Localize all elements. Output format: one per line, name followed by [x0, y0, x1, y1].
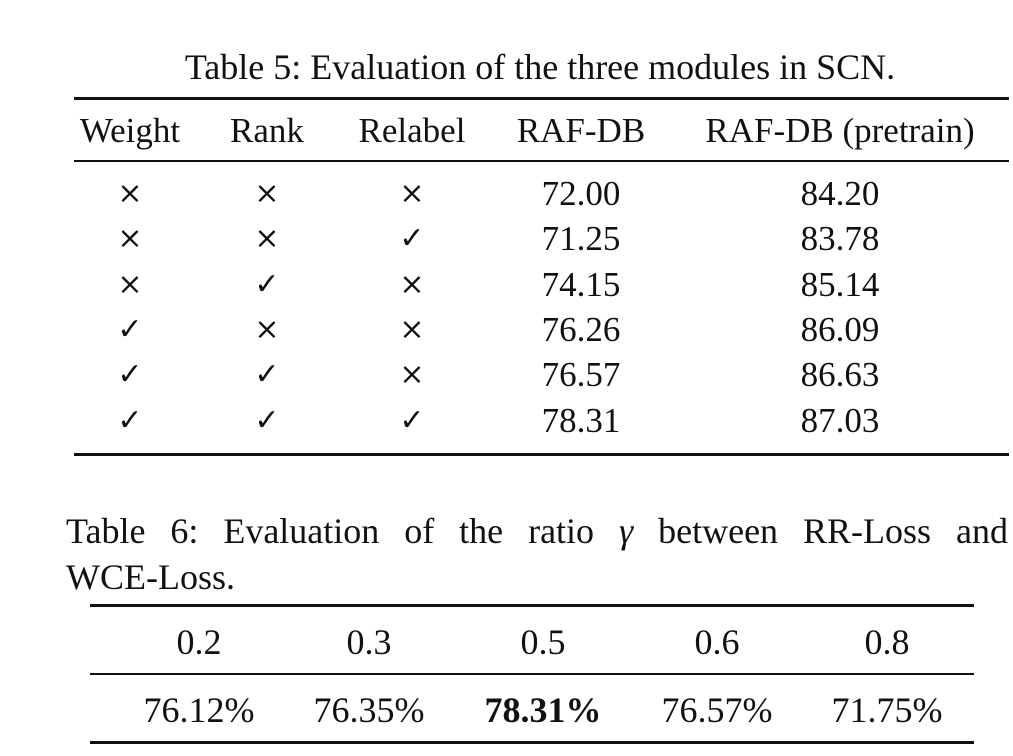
table5-cell-rafdb: 76.26	[541, 309, 621, 349]
table6-caption-line1: Table 6: Evaluation of the ratio γ betwe…	[66, 508, 1008, 554]
table6-ratio-4: 0.8	[864, 622, 910, 662]
table5-cell-pretrain: 86.09	[800, 309, 880, 349]
caption-word: and	[955, 511, 1008, 551]
table5-cell-relabel: ✓	[399, 402, 425, 438]
table5-header-weight: Weight	[79, 111, 181, 150]
table5-header-rule	[74, 160, 1009, 162]
table5-top-rule	[74, 97, 1009, 100]
table5-cell-relabel: ×	[399, 311, 425, 347]
table5-cell-rafdb: 76.57	[541, 355, 621, 395]
table5-cell-rafdb: 78.31	[541, 400, 621, 440]
table6-ratio-3: 0.6	[694, 622, 740, 662]
table5-cell-weight: ×	[117, 176, 143, 211]
table5-cell-rafdb: 72.00	[541, 174, 621, 213]
caption-word: RR-Loss	[803, 511, 932, 551]
table5-cell-relabel: ×	[399, 357, 425, 393]
table6-ratio-0: 0.2	[176, 622, 222, 662]
table5-cell-weight: ×	[117, 221, 143, 257]
table5-cell-rank: ✓	[254, 402, 280, 438]
table6-result-4: 71.75%	[831, 690, 943, 730]
caption-word: Evaluation	[223, 511, 380, 551]
table5-cell-rank: ×	[254, 176, 280, 211]
table6-result-2: 78.31%	[484, 690, 602, 730]
table5-cell-weight: ✓	[117, 357, 143, 393]
table5-cell-pretrain: 86.63	[800, 355, 880, 395]
table6-result-0: 76.12%	[143, 690, 255, 730]
table5-header-rank: Rank	[230, 111, 304, 150]
table5-cell-weight: ✓	[117, 402, 143, 438]
table6-result-1: 76.35%	[313, 690, 425, 730]
table5-cell-pretrain: 87.03	[800, 400, 880, 440]
table5-header-rafdb-pretrain: RAF-DB (pretrain)	[705, 111, 975, 150]
table5-cell-rank: ✓	[254, 266, 280, 302]
caption-word: between	[658, 511, 779, 551]
table5-cell-rank: ✓	[254, 357, 280, 393]
table6-top-rule	[90, 604, 974, 607]
gamma-symbol: γ	[619, 511, 634, 551]
table6-ratio-2: 0.5	[520, 622, 566, 662]
table5-cell-rank: ×	[254, 311, 280, 347]
table5-cell-relabel: ×	[399, 266, 425, 302]
table5-header-rafdb: RAF-DB	[516, 111, 646, 150]
caption-word: ratio	[528, 511, 595, 551]
table5-cell-rafdb: 71.25	[541, 219, 621, 259]
table5-cell-relabel: ×	[399, 176, 425, 211]
table5-cell-relabel: ✓	[399, 221, 425, 257]
table5-cell-weight: ✓	[117, 311, 143, 347]
table5-cell-rafdb: 74.15	[541, 264, 621, 304]
table6-caption: Table 6: Evaluation of the ratio γ betwe…	[66, 508, 1008, 600]
caption-word: Table	[66, 511, 146, 551]
table5-cell-pretrain: 85.14	[800, 264, 880, 304]
table6-ratio-1: 0.3	[346, 622, 392, 662]
table5-caption: Table 5: Evaluation of the three modules…	[184, 47, 896, 87]
table6-result-3: 76.57%	[661, 690, 773, 730]
table6-bottom-rule	[90, 741, 974, 744]
table5-header-relabel: Relabel	[358, 111, 466, 150]
table5-bottom-rule	[74, 453, 1009, 456]
table6-caption-line2: WCE-Loss.	[66, 557, 235, 597]
caption-word: of	[404, 511, 435, 551]
caption-word: the	[459, 511, 504, 551]
table5-cell-pretrain: 83.78	[800, 219, 880, 259]
table6-mid-rule	[90, 673, 974, 675]
table5-cell-weight: ×	[117, 266, 143, 302]
caption-word: 6:	[170, 511, 199, 551]
table5-cell-rank: ×	[254, 221, 280, 257]
table5-cell-pretrain: 84.20	[800, 174, 880, 213]
